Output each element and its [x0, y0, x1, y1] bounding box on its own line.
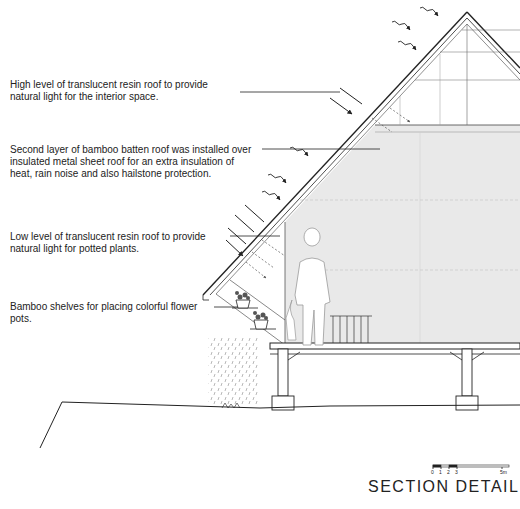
leader-line [214, 307, 238, 308]
scale-number: 3 [455, 469, 458, 475]
scale-tick [433, 467, 434, 469]
scale-number: 1 [439, 469, 442, 475]
leader-line [230, 236, 280, 237]
annotation-note: Second layer of bamboo batten roof was i… [10, 144, 255, 180]
leader-line [262, 149, 380, 150]
scale-tick [449, 467, 450, 469]
scale-tick [457, 467, 458, 469]
scale-number: 5m [500, 469, 507, 475]
scale-tick [441, 467, 442, 469]
annotation-note: High level of translucent resin roof to … [10, 79, 235, 103]
leader-line [240, 92, 340, 93]
annotation-note: Bamboo shelves for placing colorful flow… [10, 301, 210, 325]
scale-number: 0 [431, 469, 434, 475]
scale-number: 2 [447, 469, 450, 475]
drawing-title: SECTION DETAIL [368, 478, 519, 496]
scale-tick [502, 467, 503, 469]
annotation-note: Low level of translucent resin roof to p… [10, 231, 225, 255]
